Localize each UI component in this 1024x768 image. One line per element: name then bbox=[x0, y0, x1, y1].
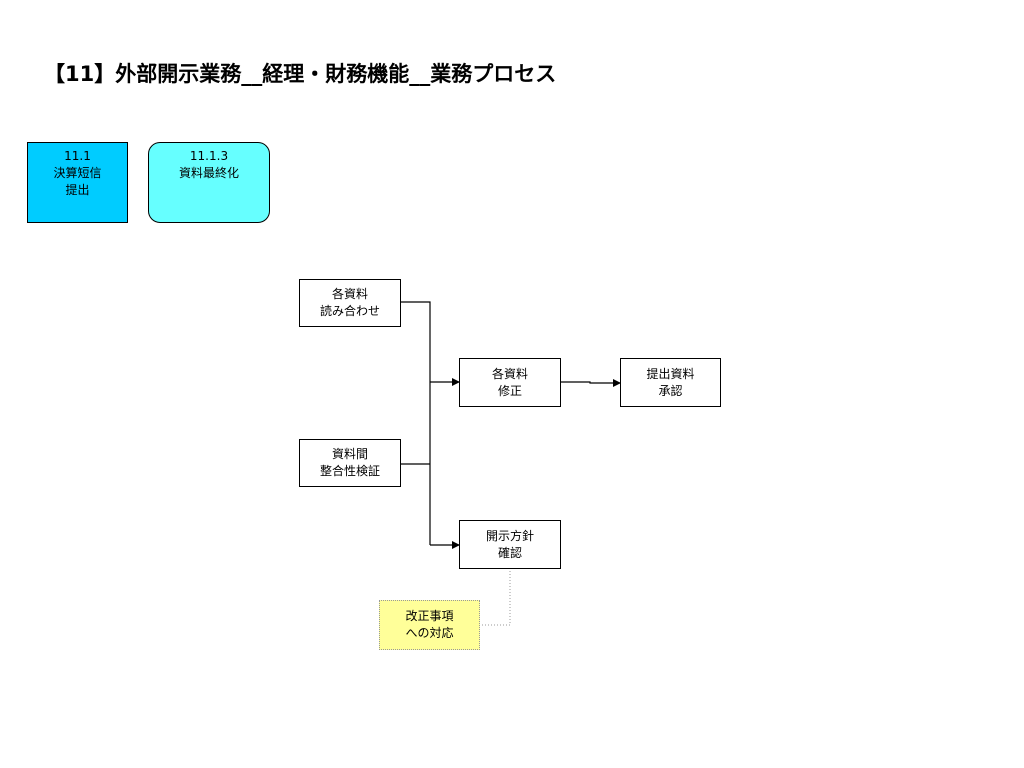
arrow-to-approve bbox=[560, 379, 621, 387]
process-number: 11.1 bbox=[64, 149, 91, 163]
note-amendment-response: 改正事項 への対応 bbox=[379, 600, 480, 650]
subprocess-label: 資料最終化 bbox=[178, 166, 239, 180]
step-approve-line1: 提出資料 bbox=[646, 366, 695, 381]
step-policy-confirm-line2: 確認 bbox=[497, 545, 522, 560]
step-consistency-check-line1: 資料間 bbox=[331, 447, 368, 461]
step-revise: 各資料 修正 bbox=[459, 358, 561, 407]
step-approve: 提出資料 承認 bbox=[620, 358, 721, 407]
connector-read-through bbox=[401, 301, 431, 382]
step-read-through: 各資料 読み合わせ bbox=[299, 279, 401, 327]
step-policy-confirm: 開示方針 確認 bbox=[459, 520, 561, 569]
step-consistency-check-line2: 整合性検証 bbox=[319, 464, 380, 478]
step-consistency-check: 資料間 整合性検証 bbox=[299, 439, 401, 487]
subprocess-box: 11.1.3 資料最終化 bbox=[148, 142, 270, 223]
step-approve-line2: 承認 bbox=[658, 383, 683, 398]
subprocess-number: 11.1.3 bbox=[189, 149, 229, 163]
note-line1: 改正事項 bbox=[405, 609, 454, 623]
step-policy-confirm-line1: 開示方針 bbox=[485, 528, 534, 543]
process-label-line1: 決算短信 bbox=[53, 166, 102, 180]
page-title: 【11】外部開示業務__経理・財務機能__業務プロセス bbox=[44, 62, 557, 86]
step-revise-line2: 修正 bbox=[497, 383, 522, 398]
process-label-line2: 提出 bbox=[65, 183, 90, 197]
step-read-through-line1: 各資料 bbox=[331, 287, 368, 301]
note-connector bbox=[479, 568, 511, 626]
step-read-through-line2: 読み合わせ bbox=[319, 304, 380, 318]
process-box: 11.1 決算短信 提出 bbox=[27, 142, 128, 223]
note-line2: への対応 bbox=[405, 626, 454, 640]
step-revise-line1: 各資料 bbox=[491, 366, 528, 381]
